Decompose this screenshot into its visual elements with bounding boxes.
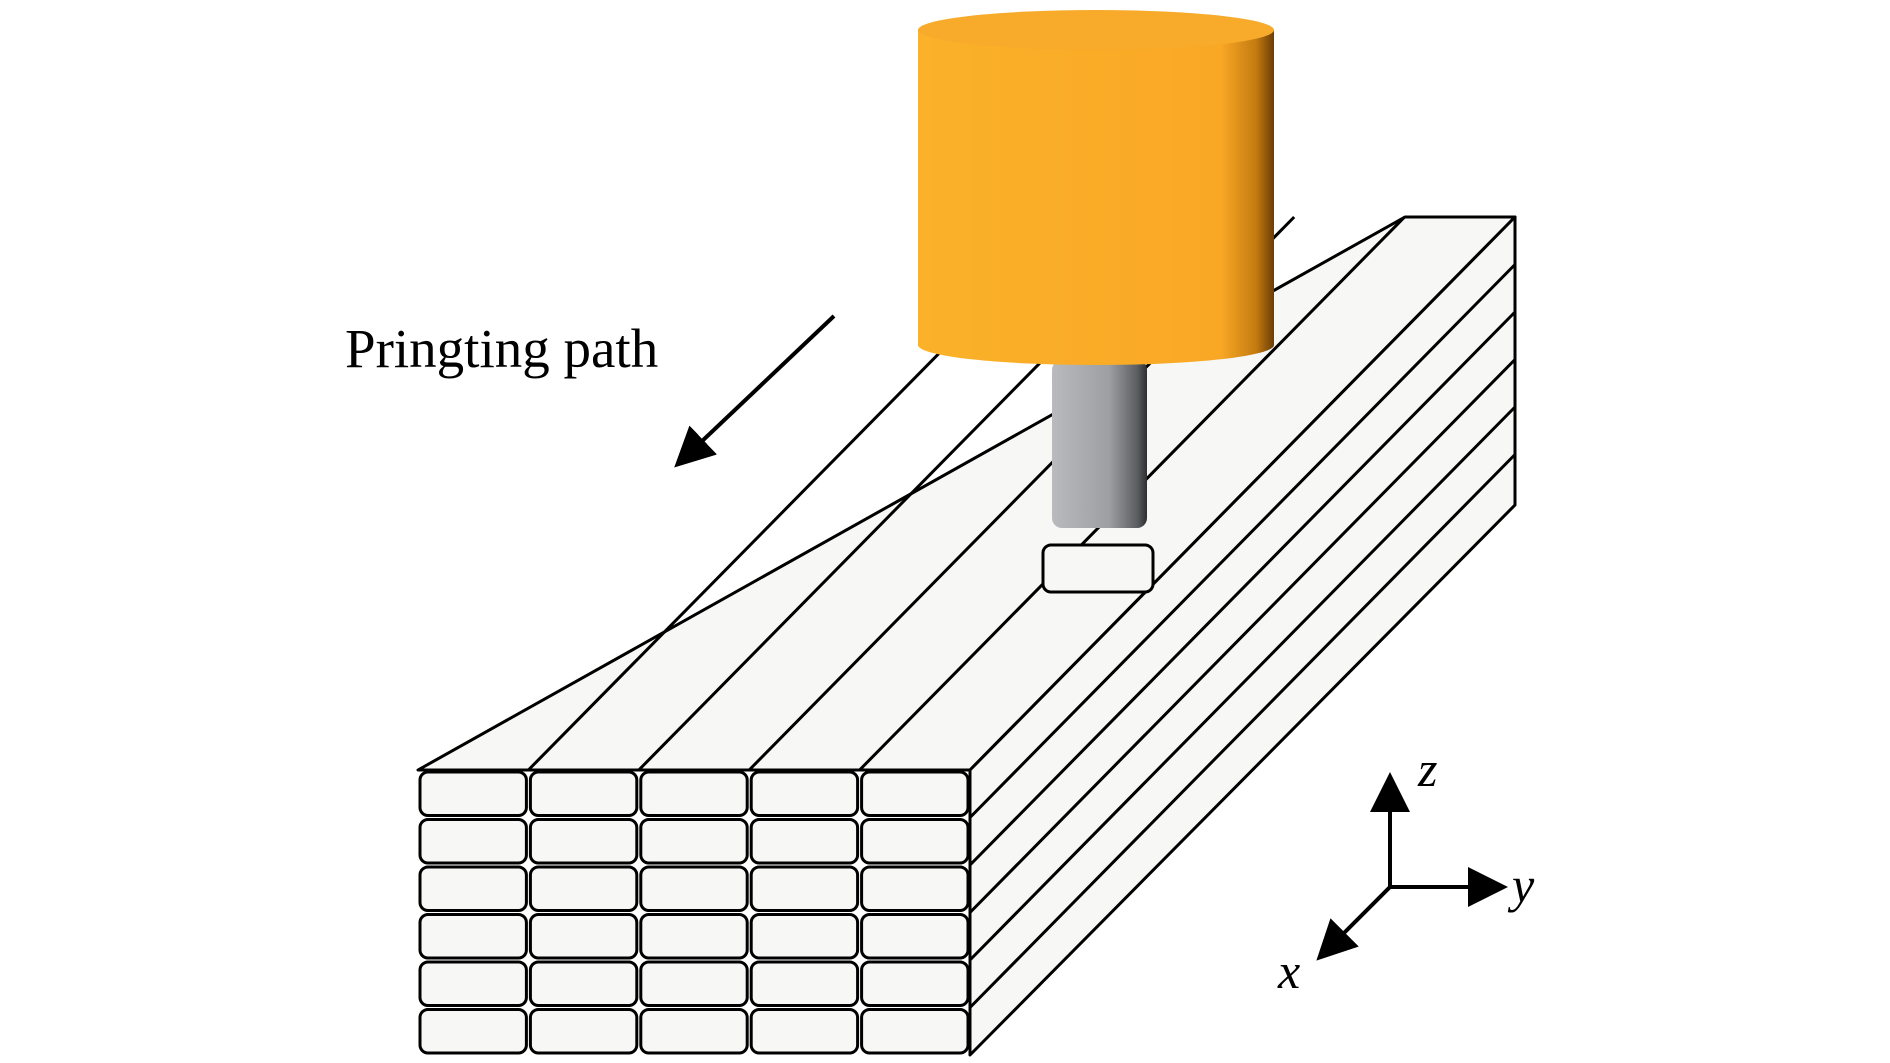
bead-cross-section — [749, 770, 860, 817]
side-layer-boundary — [968, 405, 1517, 962]
z-axis-label: z — [1417, 741, 1437, 797]
bead-cross-section — [749, 865, 860, 912]
printing-path-label: Pringting path — [345, 318, 658, 379]
printing-path-arrow — [674, 314, 836, 468]
bead-cross-section — [418, 1008, 528, 1055]
y-axis-label: y — [1507, 857, 1535, 913]
new-bead — [1041, 543, 1155, 594]
bead-cross-section — [749, 960, 860, 1007]
bead-cross-section — [528, 770, 639, 817]
nozzle-top — [918, 10, 1274, 50]
bead-cross-section — [528, 960, 639, 1007]
side-layer-boundary — [968, 453, 1517, 1009]
x-axis-arrow — [1316, 885, 1392, 961]
bead-cross-section — [860, 770, 970, 817]
bead-cross-section — [860, 865, 970, 912]
bead-cross-section — [418, 913, 528, 960]
side-layer-boundary — [968, 310, 1517, 867]
bead-cross-section — [749, 913, 860, 960]
bead-cross-section — [860, 913, 970, 960]
bead-cross-section — [528, 913, 639, 960]
bead-cross-section — [860, 960, 970, 1007]
side-layer-boundary — [968, 263, 1517, 819]
bead-cross-section — [639, 865, 749, 912]
print-nozzle — [918, 10, 1274, 528]
bead-cross-section — [860, 818, 970, 865]
side-layer-boundary — [968, 358, 1517, 914]
bead-cross-section — [639, 960, 749, 1007]
axes-triad: z y x — [1277, 741, 1535, 999]
bead-cross-section — [749, 818, 860, 865]
bead-cross-section — [528, 865, 639, 912]
nozzle-tip — [1052, 360, 1147, 528]
bead-cross-section — [639, 1008, 749, 1055]
bead-cross-section — [418, 960, 528, 1007]
bead-cross-section — [749, 1008, 860, 1055]
bead-cross-section — [639, 770, 749, 817]
bead-cross-section — [418, 818, 528, 865]
nozzle-body — [918, 30, 1274, 365]
bead-cross-section — [418, 770, 528, 817]
x-axis-label: x — [1277, 943, 1300, 999]
bead-cross-section — [528, 818, 639, 865]
bead-cross-section — [639, 818, 749, 865]
front-bead-grid — [418, 770, 970, 1055]
bead-cross-section — [639, 913, 749, 960]
bead-cross-section — [528, 1008, 639, 1055]
bead-cross-section — [418, 865, 528, 912]
bead-cross-section — [860, 1008, 970, 1055]
side-bead-lines — [968, 263, 1517, 1009]
